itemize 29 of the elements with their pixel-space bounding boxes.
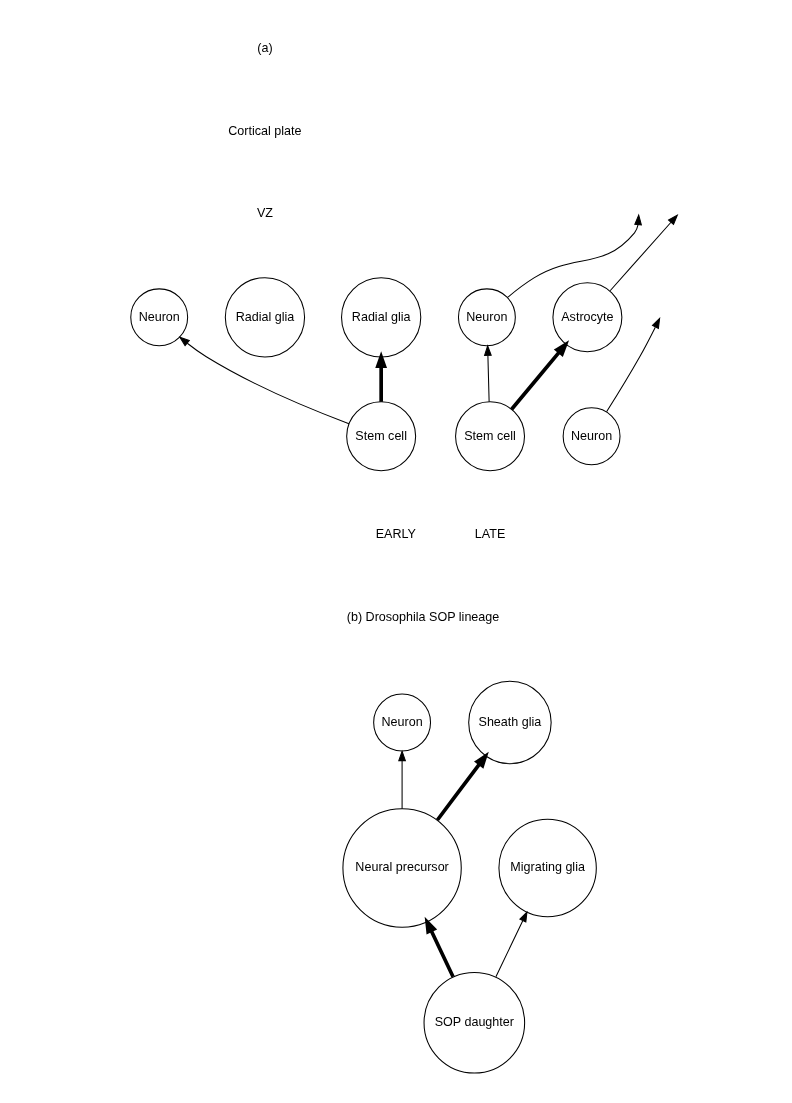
node-circle: SOP daughter bbox=[423, 971, 526, 1074]
arrow bbox=[507, 213, 643, 298]
label: (b) Drosophila SOP lineage bbox=[346, 609, 500, 624]
arrow bbox=[609, 214, 679, 292]
node-circle: Stem cell bbox=[346, 401, 417, 472]
arrow bbox=[375, 351, 388, 402]
arrow bbox=[483, 344, 492, 403]
label: LATE bbox=[474, 526, 506, 541]
label: Cortical plate bbox=[228, 123, 302, 138]
node-circle: Sheath glia bbox=[468, 680, 552, 765]
arrow bbox=[178, 336, 350, 425]
node-circle: Neuron bbox=[562, 407, 621, 466]
arrow bbox=[424, 916, 455, 978]
node-circle: Radial glia bbox=[224, 277, 306, 358]
node-circle: Neuron bbox=[373, 693, 432, 752]
arrow bbox=[435, 751, 489, 822]
arrow bbox=[606, 317, 661, 413]
arrow bbox=[495, 910, 528, 978]
arrow bbox=[398, 749, 407, 810]
node-circle: Stem cell bbox=[455, 401, 526, 472]
node-circle: Astrocyte bbox=[552, 282, 623, 353]
node-circle: Migrating glia bbox=[498, 818, 597, 918]
label: (a) bbox=[257, 40, 273, 55]
node-circle: Neural precursor bbox=[342, 808, 462, 928]
label: VZ bbox=[256, 206, 273, 221]
arrow bbox=[510, 340, 570, 411]
node-circle: Radial glia bbox=[341, 277, 422, 358]
label: EARLY bbox=[375, 526, 416, 541]
node-circle: Neuron bbox=[457, 288, 516, 347]
